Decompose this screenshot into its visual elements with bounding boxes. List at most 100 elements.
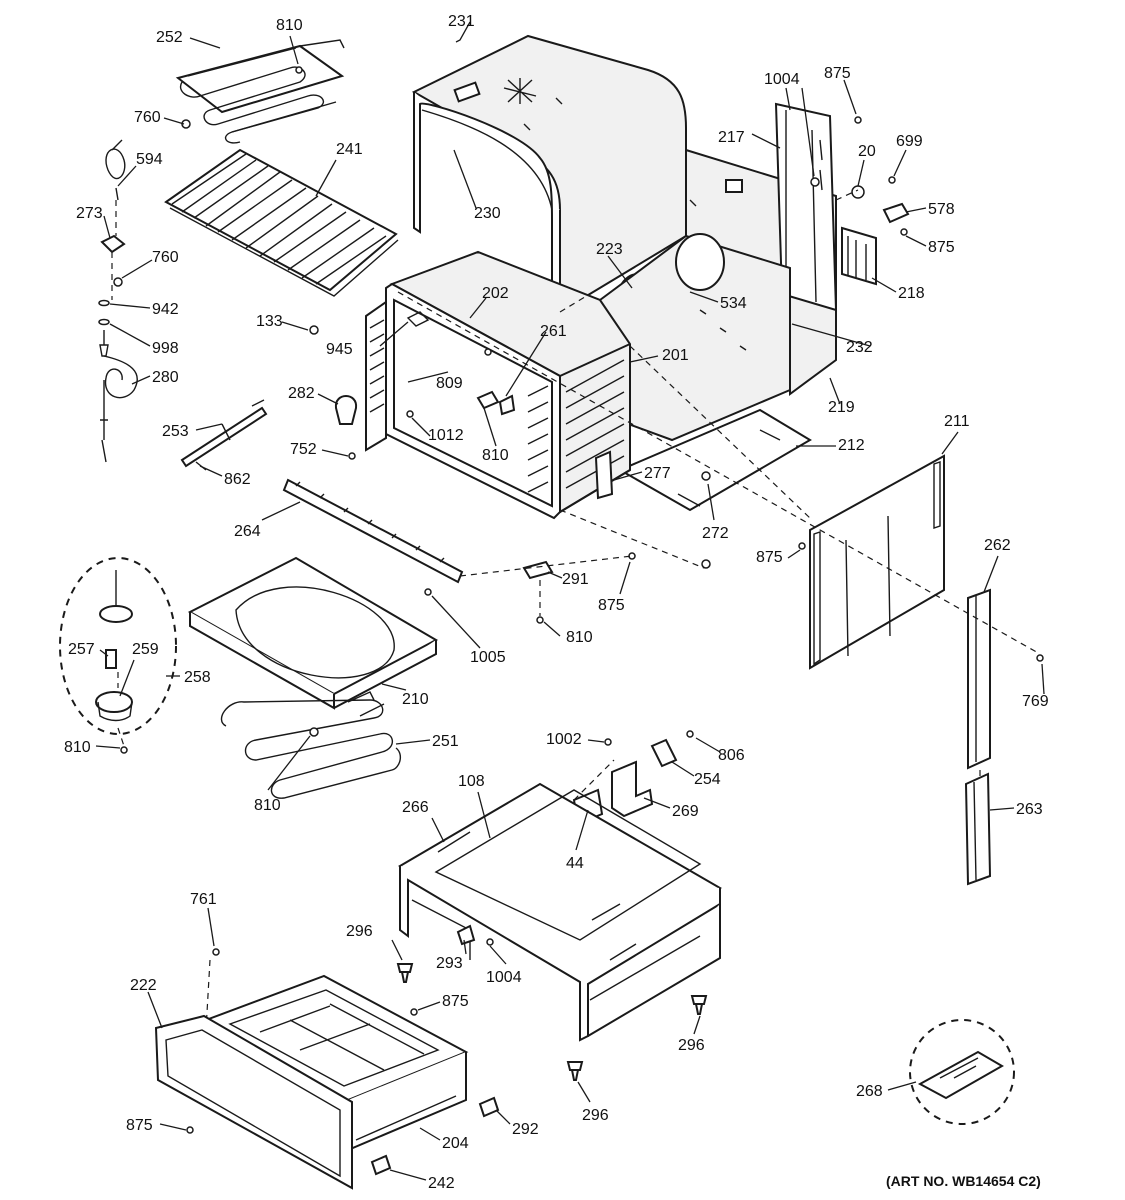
callout-254: 254 bbox=[694, 771, 721, 788]
art-number: (ART NO. WB14654 C2) bbox=[886, 1173, 1041, 1189]
callout-232: 232 bbox=[846, 339, 873, 356]
callout-133: 133 bbox=[256, 313, 283, 330]
callout-222: 222 bbox=[130, 977, 157, 994]
callout-810: 810 bbox=[64, 739, 91, 756]
callout-761: 761 bbox=[190, 891, 217, 908]
callout-210: 210 bbox=[402, 691, 429, 708]
callout-810: 810 bbox=[566, 629, 593, 646]
callout-810: 810 bbox=[254, 797, 281, 814]
temperature-sensor-assembly bbox=[98, 139, 138, 463]
callout-259: 259 bbox=[132, 641, 159, 658]
side-trim-262 bbox=[967, 588, 991, 770]
callout-875: 875 bbox=[756, 549, 783, 566]
bottom-panel-212 bbox=[617, 408, 812, 512]
callout-1004: 1004 bbox=[764, 71, 800, 88]
callout-223: 223 bbox=[596, 241, 623, 258]
callout-44: 44 bbox=[566, 855, 584, 872]
callout-277: 277 bbox=[644, 465, 671, 482]
callout-945: 945 bbox=[326, 341, 353, 358]
callout-257: 257 bbox=[68, 641, 95, 658]
callout-998: 998 bbox=[152, 340, 179, 357]
callout-293: 293 bbox=[436, 955, 463, 972]
callout-108: 108 bbox=[458, 773, 485, 790]
callout-760: 760 bbox=[152, 249, 179, 266]
leader-lines bbox=[95, 21, 1045, 1181]
callout-699: 699 bbox=[896, 133, 923, 150]
misc-screws-middle bbox=[120, 450, 1044, 754]
callout-862: 862 bbox=[224, 471, 251, 488]
callout-217: 217 bbox=[718, 129, 745, 146]
callout-942: 942 bbox=[152, 301, 179, 318]
callout-242: 242 bbox=[428, 1175, 455, 1192]
callout-218: 218 bbox=[898, 285, 925, 302]
callout-806: 806 bbox=[718, 747, 745, 764]
callout-1004: 1004 bbox=[486, 969, 522, 986]
callout-230: 230 bbox=[474, 205, 501, 222]
oven-cavity-201 bbox=[365, 250, 631, 520]
callout-202: 202 bbox=[482, 285, 509, 302]
callout-272: 272 bbox=[702, 525, 729, 542]
callout-292: 292 bbox=[512, 1121, 539, 1138]
callout-810: 810 bbox=[276, 17, 303, 34]
callout-1002: 1002 bbox=[546, 731, 582, 748]
callout-261: 261 bbox=[540, 323, 567, 340]
drawer-clips-292-242 bbox=[370, 1096, 500, 1176]
broil-element-252 bbox=[175, 39, 345, 144]
bake-cover-210 bbox=[187, 556, 439, 710]
assembly-guide-lines bbox=[117, 189, 1041, 1031]
callout-262: 262 bbox=[984, 537, 1011, 554]
callout-20: 20 bbox=[858, 143, 876, 160]
callout-253: 253 bbox=[162, 423, 189, 440]
callout-296: 296 bbox=[346, 923, 373, 940]
bake-element-251 bbox=[220, 691, 402, 799]
bracket-assembly-268 bbox=[909, 1019, 1015, 1125]
control-module-254 bbox=[604, 730, 694, 768]
rail-264 bbox=[282, 478, 464, 596]
callout-258: 258 bbox=[184, 669, 211, 686]
callout-296: 296 bbox=[678, 1037, 705, 1054]
callout-201: 201 bbox=[662, 347, 689, 364]
callout-204: 204 bbox=[442, 1135, 469, 1152]
callout-1005: 1005 bbox=[470, 649, 506, 666]
callout-280: 280 bbox=[152, 369, 179, 386]
leveling-legs-296 bbox=[396, 963, 708, 1081]
callout-268: 268 bbox=[856, 1083, 883, 1100]
callout-263: 263 bbox=[1016, 801, 1043, 818]
callout-212: 212 bbox=[838, 437, 865, 454]
callout-875: 875 bbox=[126, 1117, 153, 1134]
callout-760: 760 bbox=[134, 109, 161, 126]
callout-211: 211 bbox=[944, 413, 970, 430]
sensor-assembly-258 bbox=[59, 557, 177, 735]
callout-296: 296 bbox=[582, 1107, 609, 1124]
callout-273: 273 bbox=[76, 205, 103, 222]
left-loose-parts bbox=[180, 325, 358, 471]
callout-1012: 1012 bbox=[428, 427, 464, 444]
callout-809: 809 bbox=[436, 375, 463, 392]
oven-cabinet-232 bbox=[588, 233, 791, 442]
small-parts-20-699-578 bbox=[851, 116, 910, 236]
callout-251: 251 bbox=[432, 733, 459, 750]
callout-231: 231 bbox=[448, 13, 475, 30]
callout-875: 875 bbox=[442, 993, 469, 1010]
callout-752: 752 bbox=[290, 441, 317, 458]
callout-875: 875 bbox=[598, 597, 625, 614]
callout-264: 264 bbox=[234, 523, 261, 540]
callout-219: 219 bbox=[828, 399, 855, 416]
control-bracket-217 bbox=[774, 102, 838, 312]
callout-282: 282 bbox=[288, 385, 315, 402]
callout-578: 578 bbox=[928, 201, 955, 218]
callout-875: 875 bbox=[824, 65, 851, 82]
callout-769: 769 bbox=[1022, 693, 1049, 710]
oven-rack-241 bbox=[164, 148, 399, 297]
callout-241: 241 bbox=[336, 141, 363, 158]
callout-269: 269 bbox=[672, 803, 699, 820]
callout-266: 266 bbox=[402, 799, 429, 816]
callout-534: 534 bbox=[720, 295, 747, 312]
drawer-front-222 bbox=[154, 948, 418, 1190]
callout-875: 875 bbox=[928, 239, 955, 256]
callout-594: 594 bbox=[136, 151, 163, 168]
bracket-269 bbox=[611, 760, 654, 818]
callout-291: 291 bbox=[562, 571, 589, 588]
callout-252: 252 bbox=[156, 29, 183, 46]
